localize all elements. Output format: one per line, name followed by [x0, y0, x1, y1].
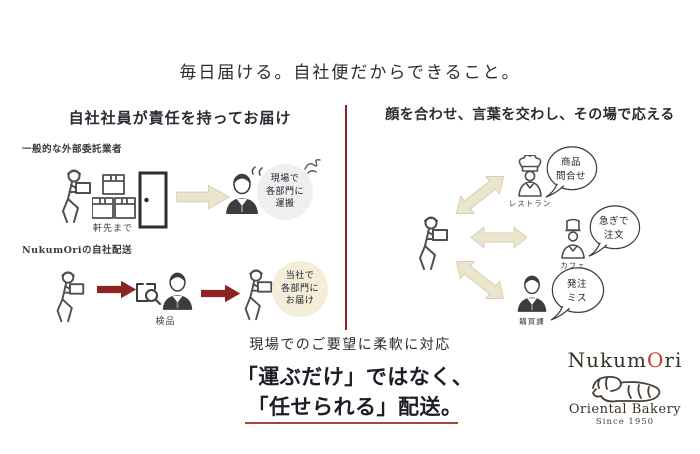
double-arrow-icon [470, 226, 528, 249]
own-delivery-note: 当社で 各部門に お届け [272, 261, 328, 317]
restaurant-bubble-text: 商品 問合せ [549, 150, 593, 190]
headline-line1: 「運ぶだけ」ではなく、 [236, 364, 474, 389]
bubble-line: 急ぎで [598, 216, 629, 228]
brand-name-suffix: ri [664, 348, 683, 372]
headline-underline [245, 422, 458, 424]
bread-illustration-icon [587, 374, 663, 404]
barista-icon [557, 217, 589, 259]
brand-subtitle: Oriental Bakery [568, 402, 682, 417]
generic-courier-label: 一般的な外部委託業者 [22, 144, 123, 155]
courier-icon [50, 268, 88, 325]
brand-name-o: O [646, 348, 665, 372]
staff-avatar-icon [222, 172, 262, 214]
brand-since: Since 1950 [595, 417, 655, 427]
page-title: 毎日届ける。自社便だからできること。 [179, 63, 521, 83]
staff-avatar-icon [159, 271, 196, 310]
arrow-right-red-icon [201, 284, 241, 303]
double-arrow-icon [448, 166, 512, 223]
trouble-squiggle-icon [303, 157, 323, 175]
left-section-heading: 自社社員が責任を持ってお届け [68, 109, 292, 127]
note-line: 運搬 [275, 199, 295, 210]
parcel-boxes-icon [92, 173, 136, 227]
note-line: お届け [285, 296, 315, 307]
own-delivery-label: NukumOriの自社配送 [22, 245, 133, 256]
note-line: 各部門に [265, 186, 304, 197]
cafe-bubble-text: 急ぎで 注文 [592, 209, 636, 249]
brand-logo: NukumOri Oriental Bakery Since 1950 [558, 348, 692, 427]
courier-icon [55, 166, 95, 226]
bottom-lead-text: 現場でのご要望に柔軟に対応 [249, 337, 451, 353]
inspection-caption: 検品 [155, 317, 176, 327]
right-section-heading: 顔を合わせ、言葉を交わし、その場で応える [385, 107, 675, 123]
purchasing-bubble-text: 発注 ミス [555, 271, 599, 313]
headline-line2: 「任せられる」配送。 [247, 393, 463, 419]
double-arrow-icon [448, 251, 512, 308]
section-divider [345, 105, 347, 330]
bottom-headline: 「運ぶだけ」ではなく、 「任せられる」配送。 [185, 362, 525, 422]
courier-icon [238, 266, 276, 323]
brand-name: NukumOri [558, 348, 692, 372]
courier-icon [412, 213, 452, 273]
bubble-line: 問合せ [555, 171, 586, 182]
inspection-magnifier-icon [134, 279, 162, 307]
bubble-line: ミス [566, 293, 587, 304]
note-line: 当社で [285, 271, 315, 282]
door-caption: 軒先まで [92, 224, 133, 234]
brand-name-prefix: Nukum [567, 348, 647, 372]
arrow-right-red-icon [97, 280, 137, 299]
note-line: 現場で [270, 174, 300, 185]
purchasing-label: 購買課 [519, 317, 545, 326]
staff-avatar-icon [514, 272, 550, 314]
onsite-transport-note: 現場で 各部門に 運搬 [257, 164, 313, 220]
restaurant-label: レストラン [508, 199, 552, 208]
bubble-line: 商品 [560, 157, 581, 169]
bubble-line: 発注 [566, 279, 587, 291]
bubble-line: 注文 [603, 230, 624, 241]
cafe-label: カフェ [560, 261, 586, 270]
note-line: 各部門に [280, 283, 319, 294]
chef-icon [513, 155, 547, 197]
